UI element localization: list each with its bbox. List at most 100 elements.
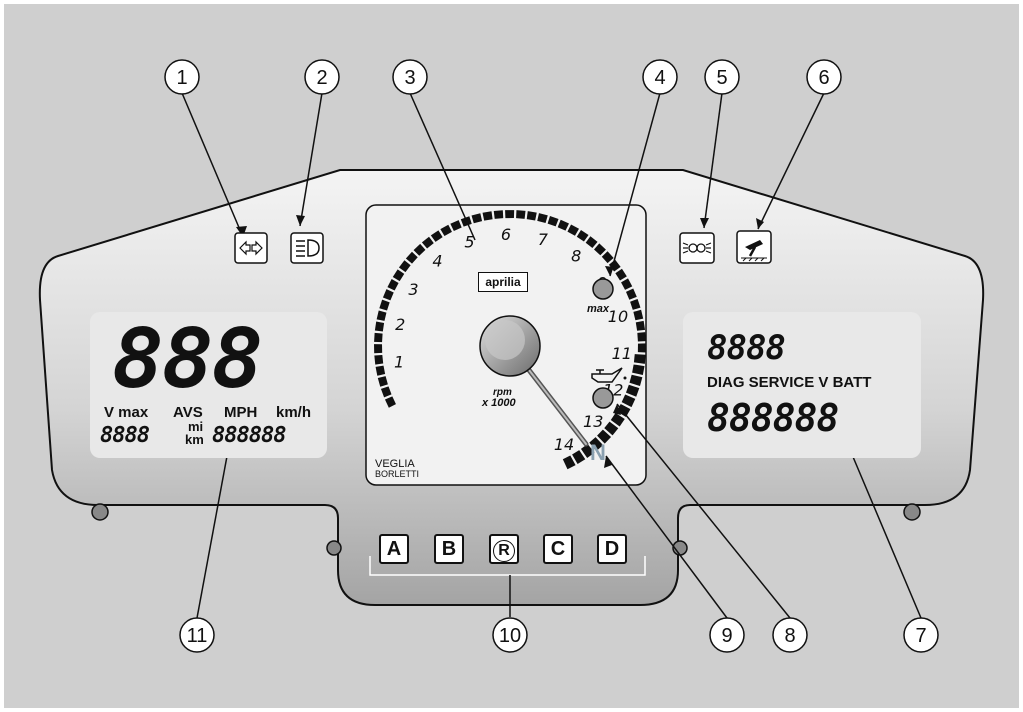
callout-number: 5: [716, 67, 727, 89]
tachometer-tick: [635, 320, 646, 331]
tachometer-tick: [557, 219, 569, 231]
diag-labels: DIAG SERVICE V BATT: [707, 374, 872, 391]
rpm-multiplier: x 1000: [482, 397, 516, 409]
rev-limit-lamp: [592, 278, 614, 300]
mount-tab-left-lower: [326, 540, 342, 556]
odometer-digits: 888888: [212, 423, 286, 448]
gear-indicator-a: A: [379, 534, 409, 564]
tachometer-tick: [493, 210, 504, 219]
tachometer-tick: [567, 224, 580, 236]
callout-circle: [642, 59, 678, 95]
tachometer-number: 4: [432, 252, 442, 271]
unit-mi: mi: [188, 419, 204, 434]
oil-pressure-lamp: [592, 387, 614, 409]
callout-number: 10: [499, 625, 521, 647]
callout-number: 1: [176, 67, 187, 89]
callout-number: 2: [316, 67, 327, 89]
temperature-digits: 8888: [707, 328, 786, 368]
rev-limit-label: max: [587, 303, 610, 315]
turn-signal-icon: [234, 232, 268, 264]
callout-circle: [179, 617, 215, 653]
neutral-indicator: N: [590, 440, 606, 465]
tachometer-number: 6: [501, 225, 511, 244]
tachometer-tick: [632, 364, 645, 376]
leader-lines: [181, 92, 922, 619]
left-display: 888 V max AVS MPH km/h 8888 mi km 888888: [90, 312, 327, 458]
tachometer-tick: [604, 421, 619, 436]
tachometer-number: 14: [554, 435, 574, 454]
tachometer-tick: [377, 376, 388, 387]
tachometer-tick: [413, 243, 426, 256]
tachometer-tick: [585, 236, 598, 249]
tachometer-tick: [440, 224, 452, 237]
tachometer-tick: [637, 332, 646, 342]
tachometer-tick: [450, 220, 462, 231]
tachometer-number: 2: [395, 315, 405, 334]
callout-circle: [709, 617, 745, 653]
tachometer-tick: [374, 321, 385, 332]
tachometer-tick: [526, 211, 537, 221]
speed-digits: 888: [112, 312, 263, 407]
tachometer-numbers: 1234567891011121314: [394, 225, 632, 454]
multifunction-digits: 888888: [707, 396, 839, 440]
maker-line-2: BORLETTI: [375, 469, 420, 479]
tachometer-tick: [601, 251, 614, 264]
callout-circle: [164, 59, 200, 95]
tachometer-number: 1: [394, 352, 404, 371]
mount-tab-right: [903, 503, 921, 521]
right-display: 8888 DIAG SERVICE V BATT 888888: [683, 312, 921, 458]
label-mph: MPH: [224, 404, 258, 421]
gear-indicator-r-label: R: [493, 540, 515, 562]
brand-logo: aprilia: [478, 272, 528, 292]
tachometer-tick: [630, 298, 641, 310]
tachometer-tick: [387, 279, 399, 291]
tachometer-tick: [615, 268, 627, 281]
mount-tab-left: [91, 503, 109, 521]
tachometer-tick: [375, 365, 386, 376]
tachometer-tick: [562, 455, 576, 470]
tachometer-tick: [516, 210, 526, 219]
tachometer-tick: [547, 216, 559, 227]
tachometer-tick: [376, 310, 387, 321]
callout-circle: [492, 617, 528, 653]
tachometer-number: 13: [583, 412, 603, 431]
tachometer-number: 10: [608, 307, 628, 326]
unit-km: km: [185, 432, 204, 447]
tachometer-tick: [629, 374, 643, 387]
rpm-label: rpm: [493, 387, 512, 398]
callout-number: 11: [187, 625, 208, 647]
callout-circle: [304, 59, 340, 95]
tachometer-number: 5: [464, 233, 474, 252]
tachometer-tick: [594, 243, 606, 256]
tachometer-tick: [398, 260, 411, 273]
tachometer-tick: [625, 384, 640, 397]
callout-circle: [392, 59, 428, 95]
tachometer-tick: [597, 429, 612, 444]
callout-circle: [772, 617, 808, 653]
callout-number: 7: [915, 625, 926, 647]
tachometer-tick: [392, 269, 405, 282]
trip-digits: 8888: [100, 423, 150, 448]
tachometer-tick: [537, 213, 548, 224]
side-light-icon: [679, 232, 715, 264]
gear-indicator-d: D: [597, 534, 627, 564]
gear-indicator-b: B: [434, 534, 464, 564]
tachometer-number: 3: [408, 280, 418, 299]
tachometer-number: 7: [538, 230, 549, 249]
tachometer-tick: [633, 354, 646, 364]
label-kmh: km/h: [276, 404, 312, 421]
callout-number: 6: [818, 67, 829, 89]
tachometer-tick: [421, 236, 434, 249]
tachometer-tick: [572, 450, 586, 465]
tachometer-tick: [379, 299, 390, 311]
tachometer-tick: [621, 394, 636, 408]
tachometer-tick: [374, 344, 383, 354]
tachometer-tick: [430, 230, 443, 242]
maker-line-1: VEGLIA: [375, 458, 415, 470]
tachometer-tick: [580, 443, 595, 458]
callout-number: 9: [721, 625, 732, 647]
tachometer-tick: [576, 229, 589, 242]
tachometer-tick: [380, 386, 392, 398]
tachometer-tick: [621, 278, 633, 290]
